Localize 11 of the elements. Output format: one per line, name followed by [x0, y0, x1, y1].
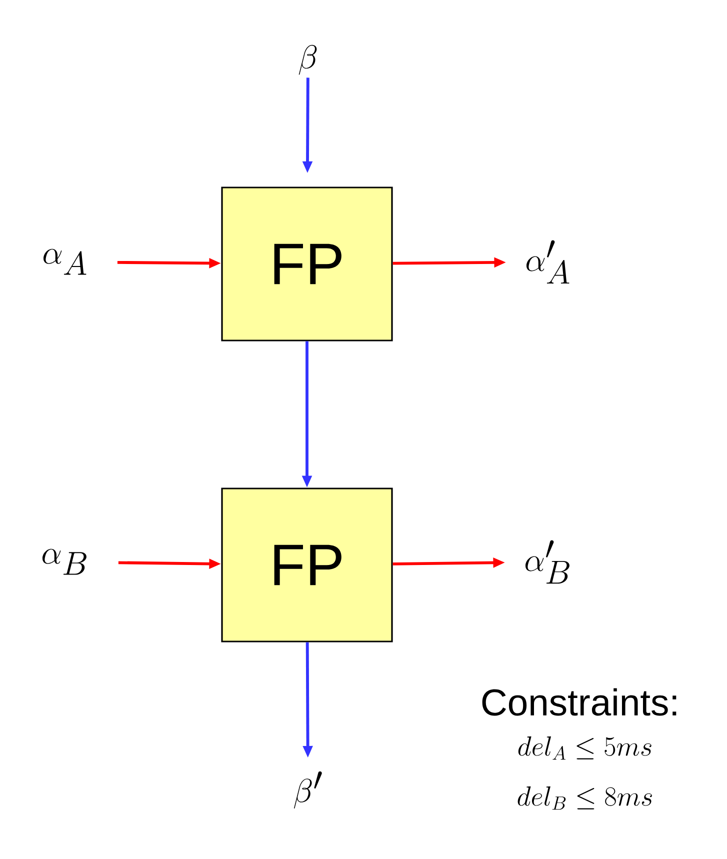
signal-label: $\beta$ — [298, 44, 317, 75]
constraints-heading: Constraints: — [482, 688, 676, 716]
constraint-formula: $del_A \leq 5ms$ — [518, 736, 652, 760]
signal-label: $\alpha_A$ — [43, 248, 86, 275]
process-box: FP — [221, 186, 393, 342]
signal-label: $\alpha_B$ — [42, 548, 86, 575]
constraint-formula: $del_B \leq 8ms$ — [518, 786, 652, 810]
signal-label: $\alpha'_B$ — [525, 540, 570, 584]
signal-label: $\alpha'_A$ — [526, 240, 570, 284]
process-box: FP — [221, 488, 393, 642]
signal-label: $\beta'$ — [294, 771, 322, 808]
